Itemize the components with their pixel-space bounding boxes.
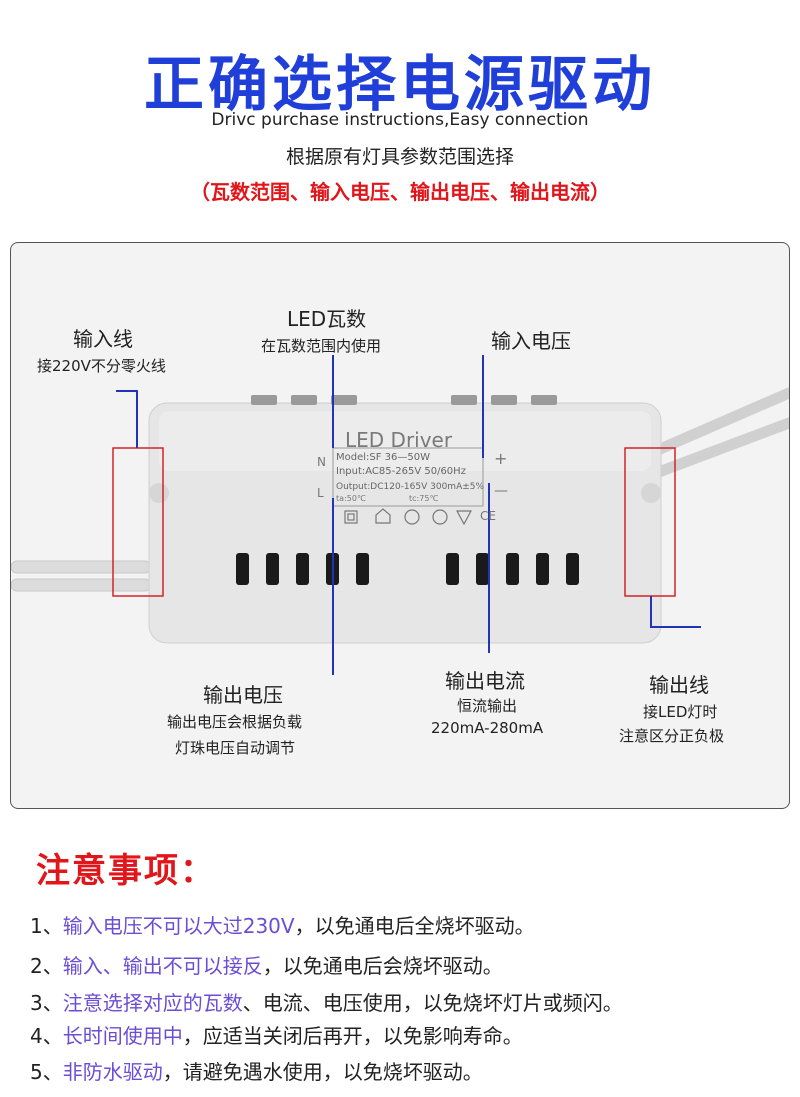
driver-tc: tc:75℃ [409,494,439,503]
led-driver-illustration [11,355,789,675]
driver-input-spec: Input:AC85-265V 50/60Hz [336,466,466,477]
note-item: 3、注意选择对应的瓦数、电流、电压使用，以免烧坏灯片或频闪。 [30,987,623,1016]
driver-name: LED Driver [345,428,453,452]
input-wire-desc: 接220V不分零火线 [37,357,166,375]
input-voltage-title: 输入电压 [491,329,571,353]
note-highlight: 输入电压不可以大过230V [62,914,295,938]
note-number: 1、 [30,914,63,938]
note-number: 3、 [30,991,63,1015]
note-text: ，应适当关闭后再开，以免影响寿命。 [182,1024,523,1048]
note-item: 5、非防水驱动，请避免遇水使用，以免烧坏驱动。 [30,1056,483,1085]
note-item: 2、输入、输出不可以接反，以免通电后会烧坏驱动。 [30,950,503,979]
led-watt-desc: 在瓦数范围内使用 [261,337,382,355]
subtitle-chinese: 根据原有灯具参数范围选择 [285,146,514,168]
certification-icons [344,508,473,526]
driver-model: Model:SF 36—50W [336,452,431,463]
terminal-n-label: N [317,455,326,469]
leader-lines [116,355,701,675]
spec-label-frame [332,447,484,507]
output-voltage-desc-2: 灯珠电压自动调节 [175,739,296,757]
terminal-minus-label: — [494,483,508,499]
note-text: 、电流、电压使用，以免烧坏灯片或频闪。 [242,991,623,1015]
subtitle-english: Drivc purchase instructions,Easy connect… [211,110,589,130]
note-number: 5、 [30,1060,63,1084]
terminal-plus-label: + [494,449,508,468]
note-text: ，以免通电后会烧坏驱动。 [262,954,503,978]
led-watt-title: LED瓦数 [287,307,367,331]
note-text: ，请避免遇水使用，以免烧坏驱动。 [162,1060,483,1084]
note-item: 4、长时间使用中，应适当关闭后再开，以免影响寿命。 [30,1020,523,1049]
output-wire-desc-1: 接LED灯时 [643,703,718,721]
terminal-l-label: L [317,486,324,500]
input-wire-title: 输入线 [73,327,133,351]
driver-ta: ta:50℃ [336,494,366,503]
note-number: 4、 [30,1024,63,1048]
page-title: 正确选择电源驱动 [144,50,656,120]
input-wires-image [11,560,152,592]
note-highlight: 注意选择对应的瓦数 [62,991,243,1015]
output-voltage-title: 输出电压 [203,683,283,707]
output-wires-image [645,387,789,481]
ce-mark: CE [480,509,496,523]
diagram-panel: LED Driver Model:SF 36—50W Input:AC85-26… [10,242,790,809]
note-highlight: 输入、输出不可以接反 [62,954,263,978]
subtitle-params: （瓦数范围、输入电压、输出电压、输出电流） [190,180,610,204]
note-highlight: 非防水驱动 [62,1060,163,1084]
output-current-desc-2: 220mA-280mA [431,719,544,737]
note-item: 1、输入电压不可以大过230V，以免通电后全烧坏驱动。 [30,910,535,939]
note-highlight: 长时间使用中 [62,1024,183,1048]
note-number: 2、 [30,954,63,978]
note-text: ，以免通电后全烧坏驱动。 [294,914,535,938]
output-wire-title: 输出线 [649,673,709,697]
output-wire-desc-2: 注意区分正负极 [619,727,725,745]
output-current-desc-1: 恒流输出 [457,697,518,715]
output-voltage-desc-1: 输出电压会根据负载 [167,713,303,731]
output-current-title: 输出电流 [445,669,525,693]
driver-output-spec: Output:DC120-165V 300mA±5% [336,482,485,492]
driver-case-image [148,395,662,644]
notes-title: 注意事项： [36,851,216,891]
